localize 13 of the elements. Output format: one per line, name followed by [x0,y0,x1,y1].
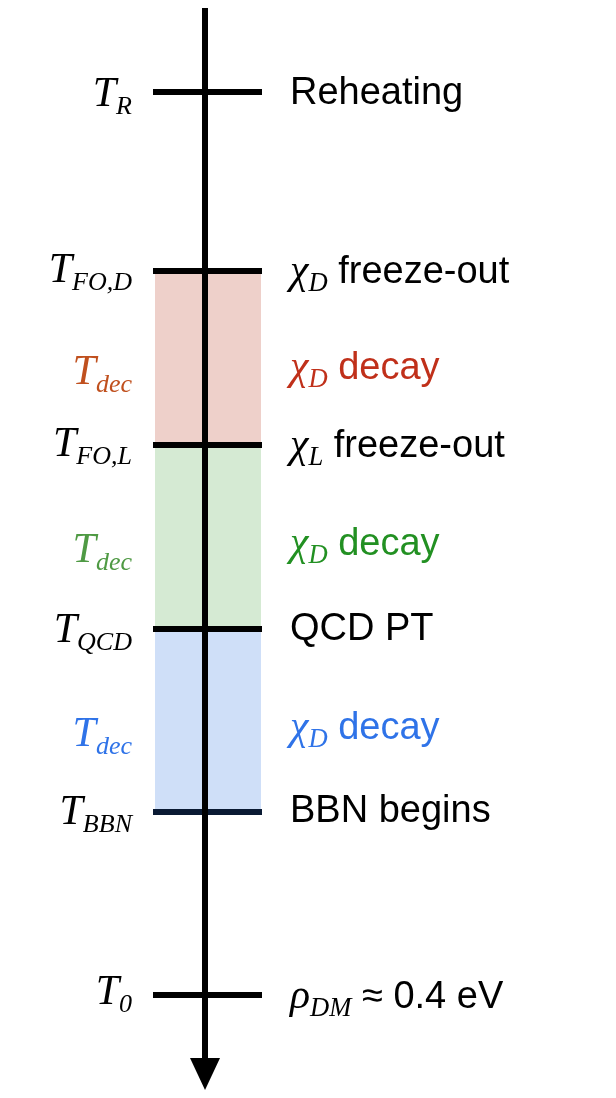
event-label: Reheating [290,71,464,113]
temperature-label: T$_{QCD}$ [53,604,132,652]
temperature-label: T$_{BBN}$ [59,786,132,834]
temperature-label: T$_{dec}$ [72,524,132,572]
event-label: ρ$_{DM}$ ≈ 0.4 eV [290,972,504,1018]
temperature-label: T$_{R}$ [92,68,132,116]
temperature-label: T$_{FO,D}$ [48,244,132,292]
temperature-label: T$_{dec}$ [72,346,132,394]
temperature-label: T$_{dec}$ [72,708,132,756]
event-label: QCD PT [290,607,434,649]
temperature-label: T$_{FO,L}$ [52,418,132,466]
temperature-label: T$_{0}$ [95,966,132,1014]
event-label: BBN begins [290,789,491,831]
